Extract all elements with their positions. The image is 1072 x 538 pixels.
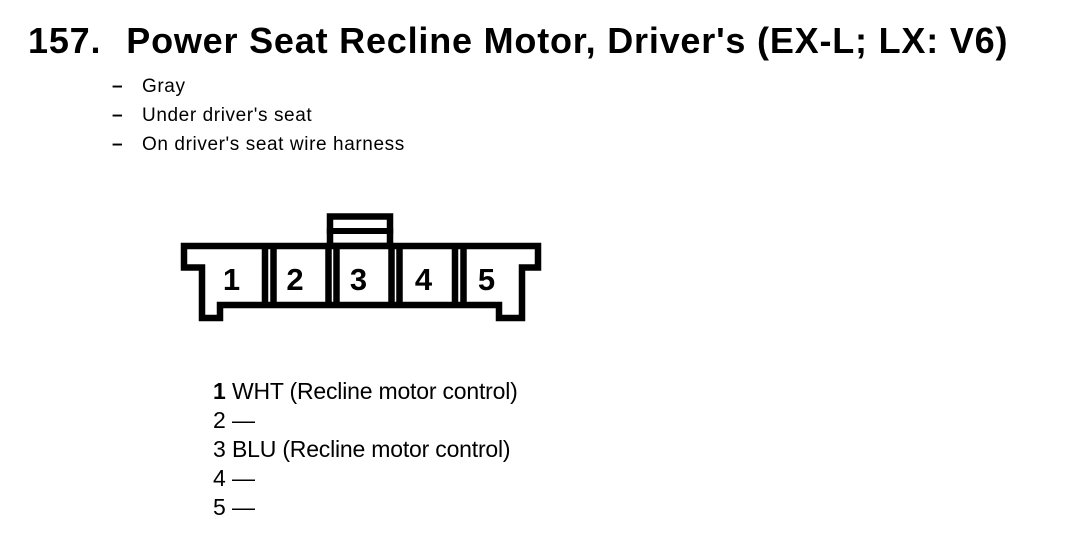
location-notes: – Gray – Under driver's seat – On driver… bbox=[112, 72, 405, 159]
item-number: 157. bbox=[28, 20, 102, 61]
pinout-row: 4 — bbox=[213, 464, 518, 493]
page-title: 157. Power Seat Recline Motor, Driver's … bbox=[28, 23, 1008, 59]
note-dash: – bbox=[112, 134, 124, 155]
connector-diagram: 1 2 3 4 5 bbox=[180, 213, 542, 322]
pinout-list: 1 WHT (Recline motor control) 2 — 3 BLU … bbox=[213, 377, 518, 522]
note-row: – Under driver's seat bbox=[112, 101, 405, 130]
title-text: Power Seat Recline Motor, Driver's (EX-L… bbox=[126, 20, 1009, 61]
pin-number: 4 bbox=[213, 465, 226, 491]
note-text: Under driver's seat bbox=[142, 105, 313, 126]
note-dash: – bbox=[112, 105, 124, 126]
pinout-row: 5 — bbox=[213, 493, 518, 522]
note-row: – On driver's seat wire harness bbox=[112, 130, 405, 159]
pin-number: 2 bbox=[213, 407, 226, 433]
cavity-number-label: 3 bbox=[350, 262, 367, 297]
cavity-number-label: 1 bbox=[223, 262, 240, 297]
note-text: Gray bbox=[142, 76, 186, 97]
note-row: – Gray bbox=[112, 72, 405, 101]
cavity-number-label: 4 bbox=[415, 262, 433, 297]
cavity-number-label: 2 bbox=[286, 262, 303, 297]
connector-cavity-dividers bbox=[261, 246, 467, 305]
pin-number: 3 bbox=[213, 436, 226, 462]
pin-number: 1 bbox=[213, 378, 226, 404]
pin-number: 5 bbox=[213, 494, 226, 520]
connector-cavity-numbers: 1 2 3 4 5 bbox=[223, 262, 495, 297]
pin-wire: — bbox=[232, 465, 255, 491]
pinout-row: 2 — bbox=[213, 406, 518, 435]
pin-wire: — bbox=[232, 494, 255, 520]
pin-wire: BLU (Recline motor control) bbox=[232, 436, 511, 462]
note-text: On driver's seat wire harness bbox=[142, 134, 405, 155]
note-dash: – bbox=[112, 76, 124, 97]
pin-wire: — bbox=[232, 407, 255, 433]
pin-wire: WHT (Recline motor control) bbox=[232, 378, 518, 404]
cavity-number-label: 5 bbox=[478, 262, 495, 297]
pinout-row: 3 BLU (Recline motor control) bbox=[213, 435, 518, 464]
pinout-row: 1 WHT (Recline motor control) bbox=[213, 377, 518, 406]
